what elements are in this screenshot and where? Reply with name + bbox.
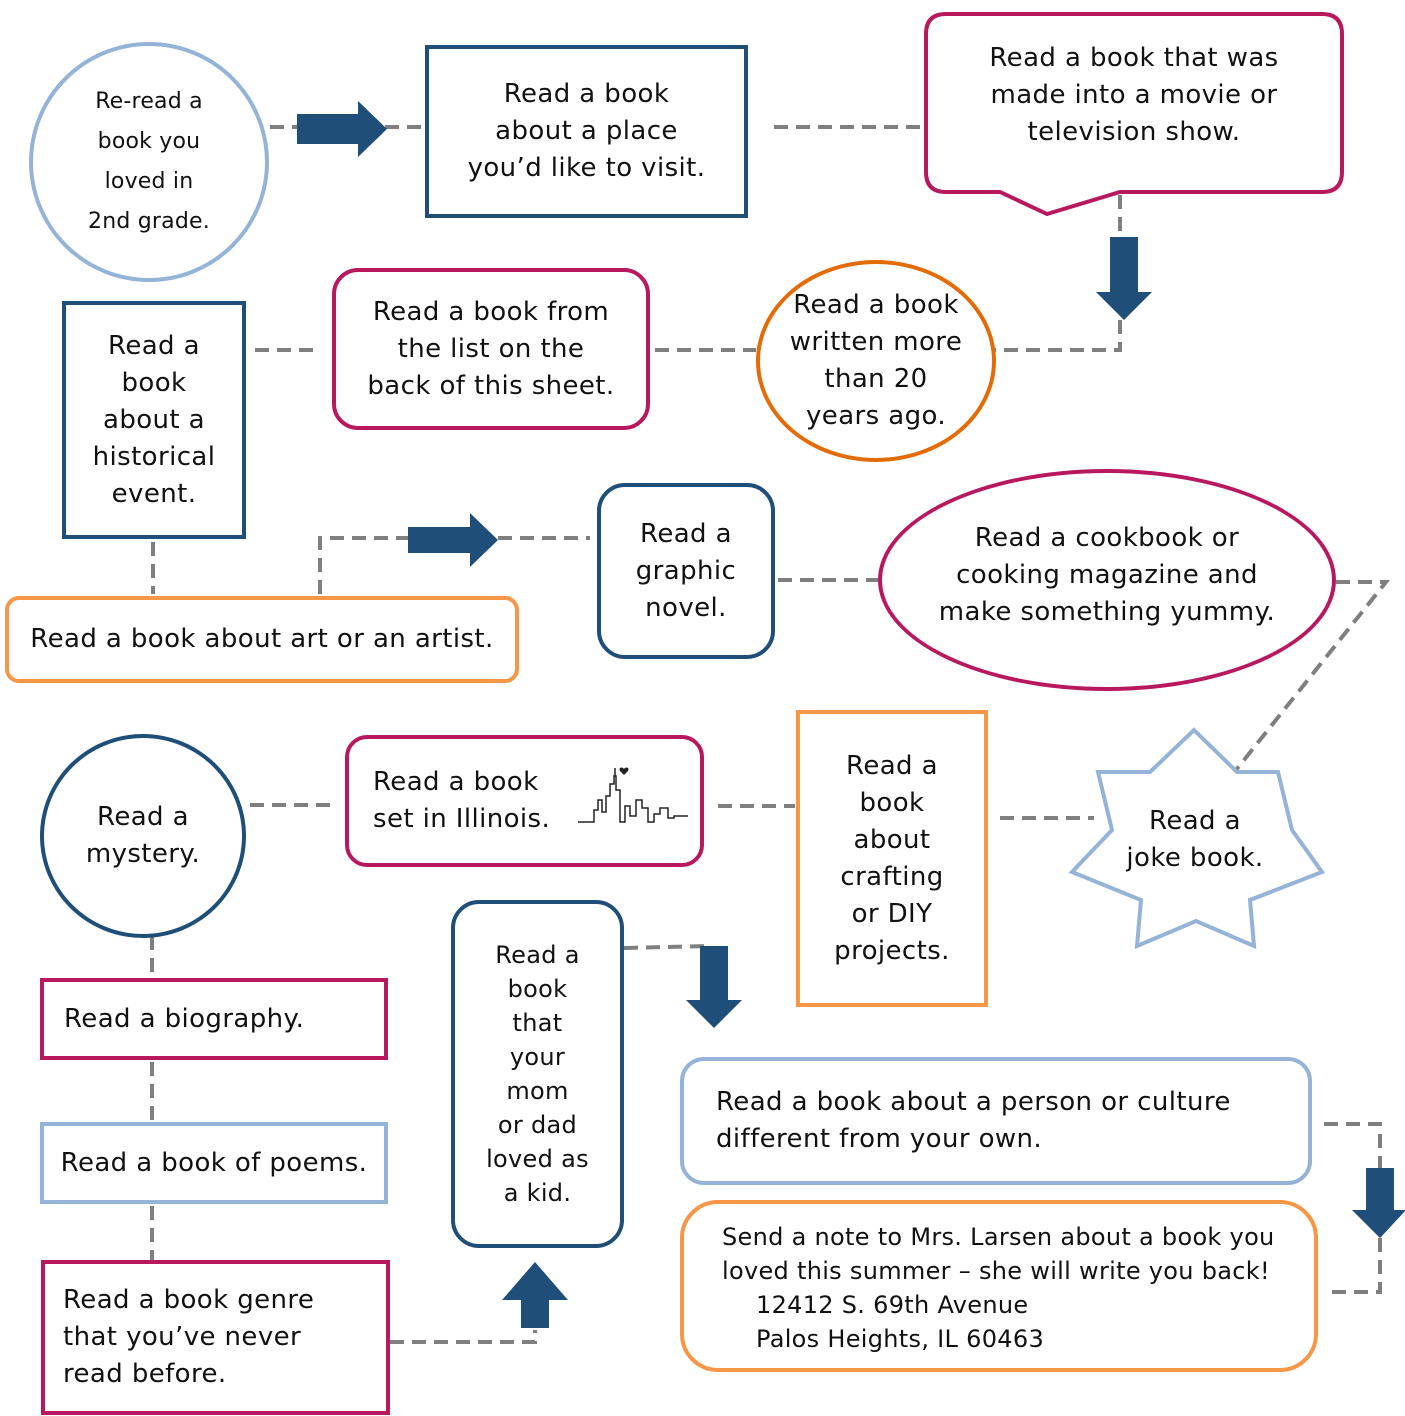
block-arrow-icon (408, 513, 498, 567)
block-arrow-icon (1352, 1168, 1405, 1238)
node-list-text: Read a book from the list on the back of… (367, 296, 615, 401)
node-graphic: Read a graphic novel. (597, 483, 775, 659)
node-art-text: Read a book about art or an artist. (30, 624, 494, 654)
node-poems: Read a book of poems. (40, 1122, 388, 1204)
node-illinois-text: Read a book set in Illinois. (373, 767, 551, 834)
node-mom-dad-text: Read a book that your mom or dad loved a… (486, 941, 589, 1207)
block-arrow-icon (502, 1262, 568, 1328)
node-historical: Read a book about a historical event. (62, 301, 246, 539)
node-graphic-text: Read a graphic novel. (635, 518, 737, 623)
block-arrow-icon (297, 101, 387, 157)
node-illinois: Read a book set in Illinois. (345, 735, 704, 867)
node-genre-text: Read a book genre that you’ve never read… (63, 1285, 315, 1389)
node-biography: Read a biography. (40, 978, 388, 1060)
node-cookbook: Read a cookbook or cooking magazine and … (878, 469, 1336, 691)
node-reread: Re-read a book you loved in 2nd grade. (29, 42, 269, 282)
chicago-skyline-icon (578, 767, 688, 823)
address-line-1: 12412 S. 69th Avenue (756, 1291, 1029, 1319)
node-mystery: Read a mystery. (40, 734, 246, 938)
connector (995, 320, 1122, 352)
node-culture-text: Read a book about a person or culture di… (716, 1087, 1231, 1154)
connector (623, 944, 711, 950)
node-note-text: Send a note to Mrs. Larsen about a book … (722, 1223, 1275, 1285)
node-genre: Read a book genre that you’ve never read… (41, 1260, 390, 1415)
node-art: Read a book about art or an artist. (5, 596, 519, 683)
address-line-2: Palos Heights, IL 60463 (756, 1325, 1045, 1353)
node-historical-text: Read a book about a historical event. (92, 330, 216, 509)
connector (1234, 580, 1391, 772)
node-cookbook-text: Read a cookbook or cooking magazine and … (938, 522, 1276, 627)
node-list: Read a book from the list on the back of… (332, 268, 650, 430)
node-reread-text: Re-read a book you loved in 2nd grade. (88, 89, 210, 234)
node-place: Read a book about a place you’d like to … (425, 45, 748, 218)
node-poems-text: Read a book of poems. (60, 1147, 368, 1178)
node-mystery-text: Read a mystery. (85, 802, 201, 869)
block-arrow-icon (686, 946, 742, 1028)
node-old-book: Read a book written more than 20 years a… (756, 260, 996, 462)
connector (318, 536, 410, 594)
node-movie-text: Read a book that was made into a movie o… (989, 43, 1279, 147)
node-culture: Read a book about a person or culture di… (680, 1057, 1312, 1185)
connector (390, 1330, 537, 1344)
speech-bubble-shape (924, 12, 1344, 217)
node-old-book-text: Read a book written more than 20 years a… (789, 290, 963, 431)
node-crafting: Read a book about crafting or DIY projec… (796, 710, 988, 1007)
node-biography-text: Read a biography. (64, 1003, 305, 1034)
connector (1324, 1238, 1382, 1294)
node-joke: Read a joke book. (1110, 795, 1280, 885)
block-arrow-icon (1096, 237, 1152, 320)
node-place-text: Read a book about a place you’d like to … (467, 79, 706, 183)
connector (1324, 1122, 1382, 1170)
node-joke-text: Read a joke book. (1126, 806, 1264, 873)
star-shape (1068, 727, 1326, 950)
node-note: Send a note to Mrs. Larsen about a book … (680, 1200, 1318, 1372)
node-movie: Read a book that was made into a movie o… (926, 40, 1342, 160)
node-mom-dad: Read a book that your mom or dad loved a… (451, 900, 624, 1248)
node-crafting-text: Read a book about crafting or DIY projec… (834, 750, 950, 966)
